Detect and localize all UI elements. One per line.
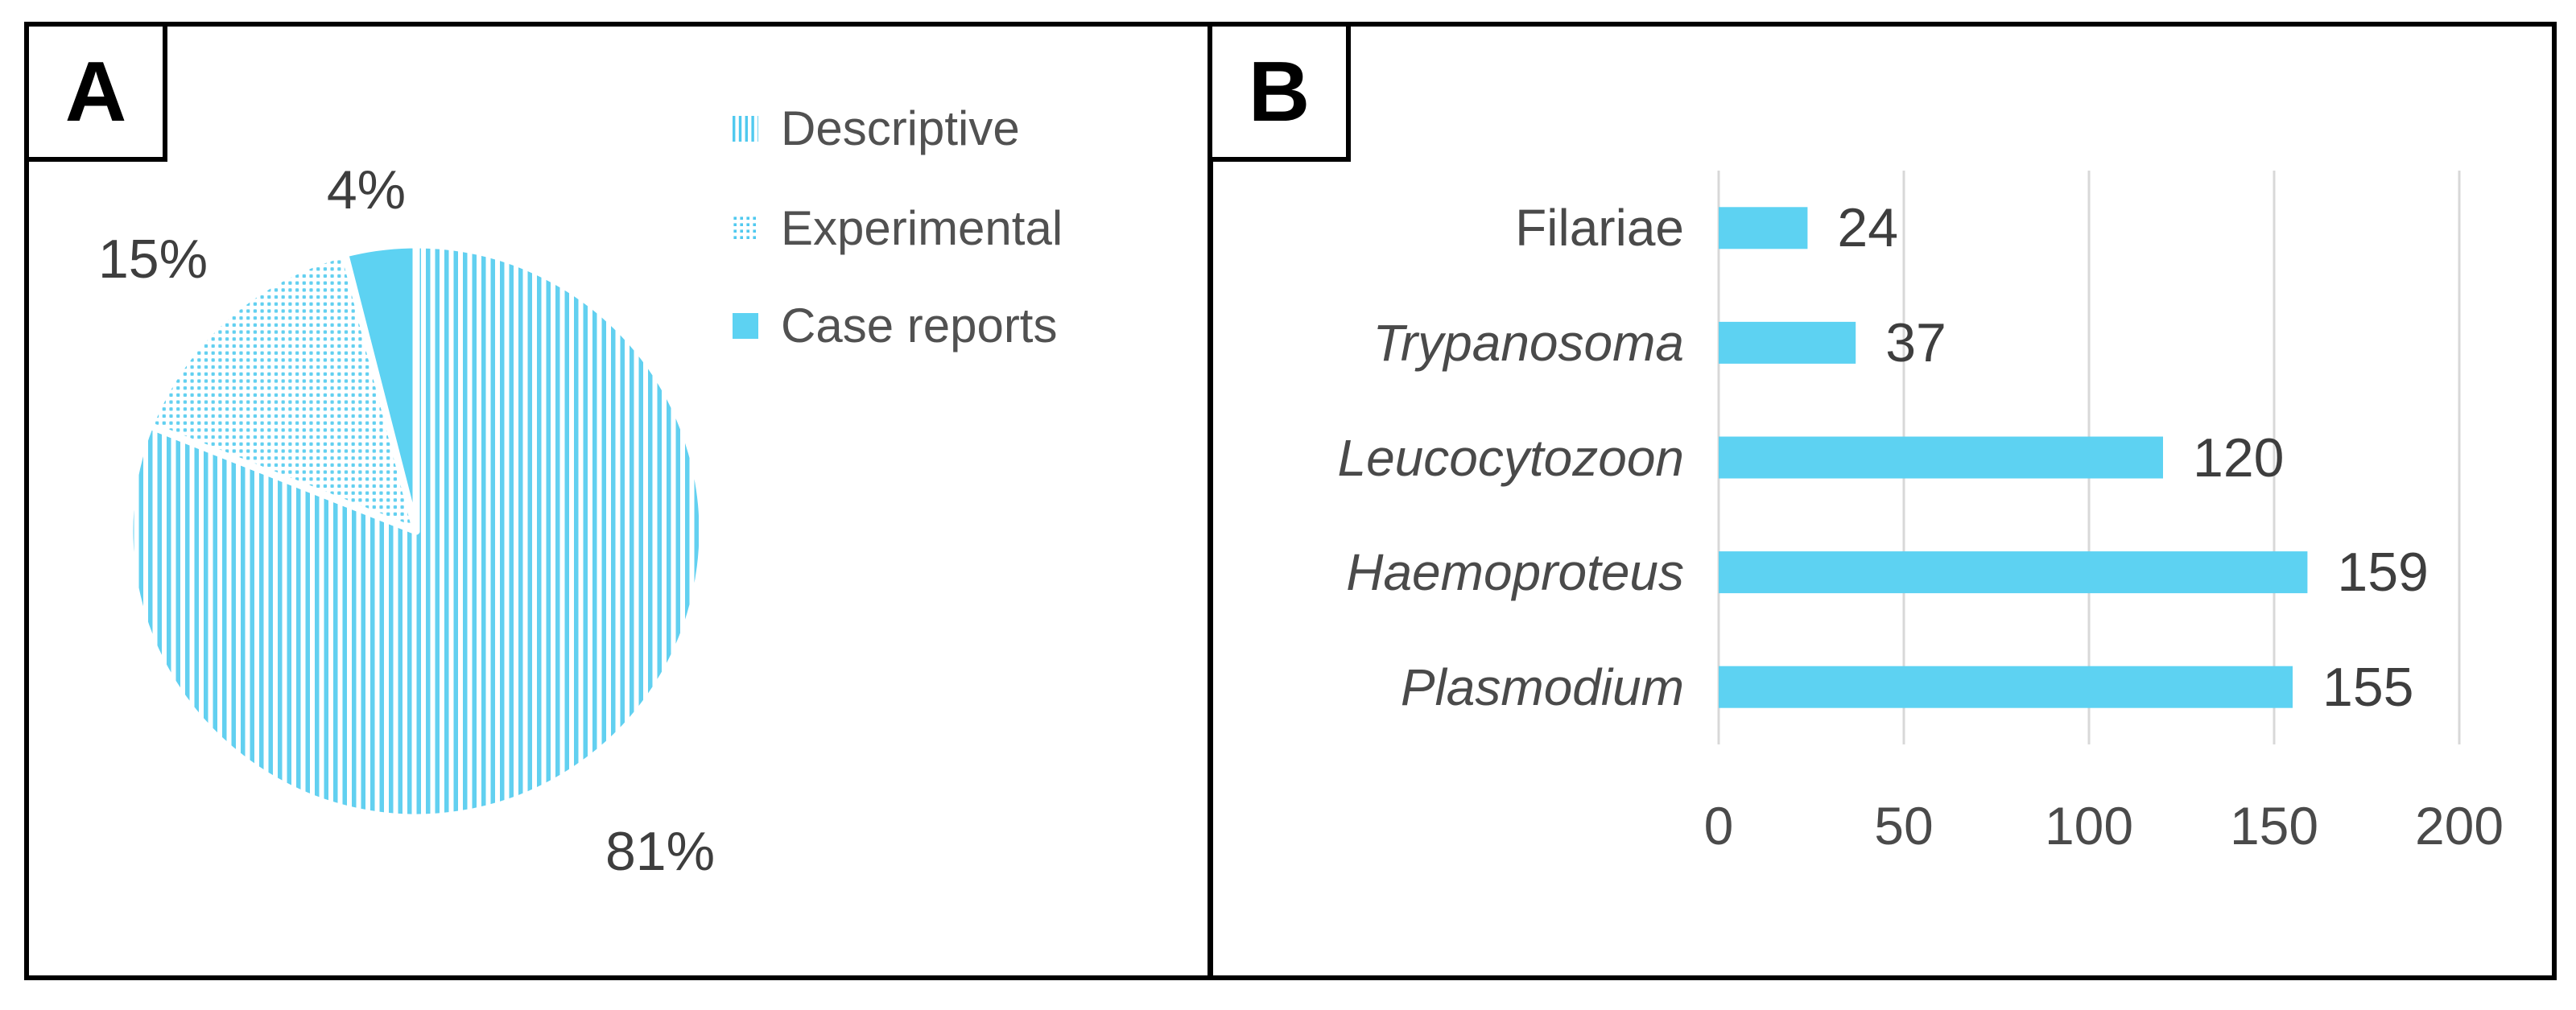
bar-leucocytozoon	[1719, 436, 2163, 479]
category-label-leucocytozoon: Leucocytozoon	[1337, 428, 1684, 487]
pie-percent-label: 81%	[605, 821, 716, 882]
legend-swatch-solid	[733, 313, 758, 339]
legend-label-experimental: Experimental	[781, 201, 1063, 255]
x-axis-tick-label: 150	[2229, 796, 2319, 855]
pie-slice-case-reports	[341, 241, 420, 535]
legend-label-descriptive: Descriptive	[781, 101, 1020, 155]
value-label-trypanosoma: 37	[1885, 311, 1946, 373]
pie-chart	[126, 241, 707, 822]
bar-filariae	[1719, 207, 1808, 249]
panel-b-label: B	[1248, 43, 1311, 139]
legend-label-case-reports: Case reports	[781, 299, 1058, 352]
pie-slice-experimental	[146, 249, 420, 535]
legend-swatch-vertical-stripes	[733, 116, 758, 142]
pie-percent-label: 4%	[326, 159, 407, 221]
bar-chart	[1717, 171, 2461, 744]
pie-percent-label: 15%	[97, 229, 208, 290]
category-label-filariae: Filariae	[1515, 199, 1684, 258]
value-label-plasmodium: 155	[2322, 656, 2414, 718]
category-label-haemoproteus: Haemoproteus	[1346, 543, 1684, 602]
legend-swatch-dots	[733, 216, 758, 241]
category-label-plasmodium: Plasmodium	[1400, 658, 1684, 716]
category-label-trypanosoma: Trypanosoma	[1373, 313, 1684, 372]
bar-haemoproteus	[1719, 551, 2308, 594]
x-axis-tick-label: 200	[2414, 796, 2504, 855]
value-label-leucocytozoon: 120	[2193, 427, 2285, 489]
value-label-haemoproteus: 159	[2337, 542, 2429, 604]
x-axis-tick-label: 100	[2044, 796, 2134, 855]
x-axis-tick-label: 0	[1703, 796, 1734, 855]
value-label-filariae: 24	[1837, 197, 1899, 259]
x-axis-tick-label: 50	[1874, 796, 1934, 855]
panel-a-label-box: A	[24, 22, 167, 162]
panel-b-label-box: B	[1208, 22, 1351, 162]
panel-divider	[1208, 22, 1213, 980]
bar-trypanosoma	[1719, 321, 1856, 364]
panel-a-label: A	[64, 43, 127, 139]
bar-plasmodium	[1719, 666, 2293, 708]
